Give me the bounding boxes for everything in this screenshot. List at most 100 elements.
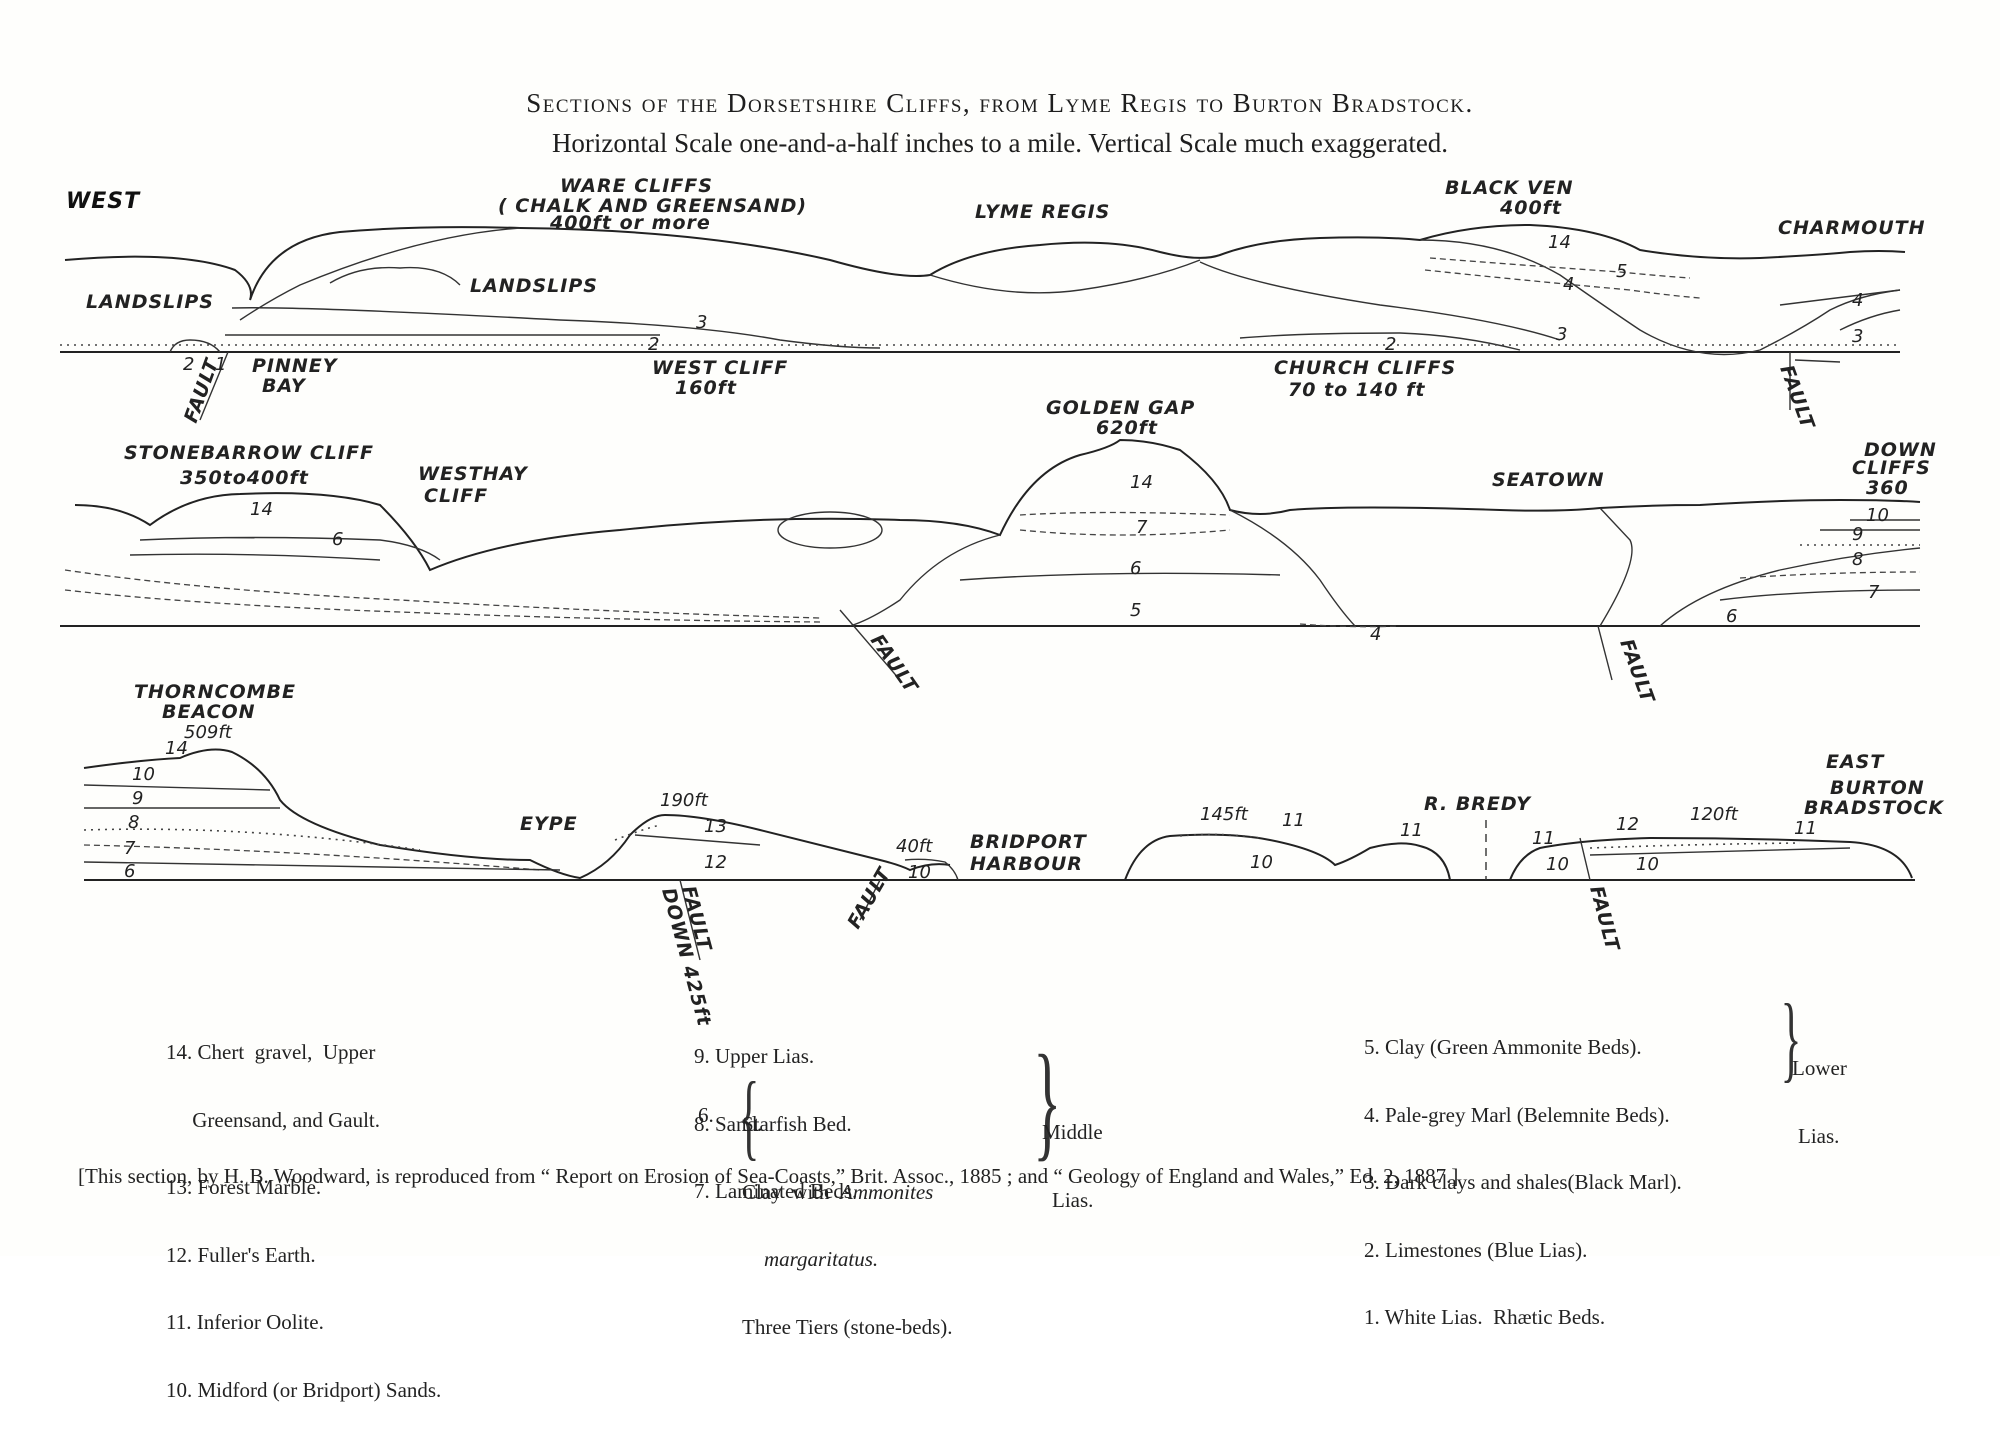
label-church-cliffs-height: 70 to 140 ft [1288, 379, 1425, 401]
section-3-east-bed11 [1589, 842, 1801, 849]
bed-number: 14 [1130, 472, 1153, 493]
label-fault-left: FAULT [866, 630, 923, 698]
label-golden-gap-height: 620ft [1096, 417, 1158, 439]
section-3-east-cliffs [1509, 836, 1913, 881]
section-1-bed3-right [1199, 261, 1561, 341]
legend-item: 14. Chert gravel, Upper [166, 1040, 376, 1064]
label-190ft: 190ft [660, 790, 709, 811]
bed-number: 14 [165, 738, 188, 759]
label-landslips-left: LANDSLIPS [86, 291, 214, 313]
label-harbour: HARBOUR [970, 853, 1083, 875]
label-beacon: BEACON [162, 701, 256, 723]
label-thorncombe: THORNCOMBE [134, 681, 296, 703]
bed-number: 14 [1548, 232, 1571, 253]
section-1-ware-inner [239, 227, 521, 321]
section-3-bed14-dots [614, 824, 661, 841]
bed-number: 4 [1370, 624, 1381, 645]
legend-item: 4. Pale-grey Marl (Belemnite Beds). [1364, 1102, 1670, 1127]
label-seatown: SEATOWN [1492, 469, 1605, 491]
label-fault-east: FAULT [1585, 884, 1624, 955]
section-1-landslip-blocks [329, 266, 461, 286]
bed-number: 7 [124, 838, 136, 859]
legend-item: 13. Forest Marble. [166, 1175, 322, 1199]
section-2-fault-right-line [1597, 625, 1613, 681]
label-fault-right: FAULT [1775, 362, 1819, 433]
label-bridport: BRIDPORT [970, 831, 1088, 853]
section-3-bed6 [83, 861, 561, 871]
diagram-subtitle: Horizontal Scale one-and-a-half inches t… [551, 128, 1449, 158]
section-1: WEST WARE CLIFFS ( CHALK AND GREENSAND) … [60, 175, 1926, 433]
bed-number: 7 [1868, 582, 1880, 603]
label-fault-right: FAULT [1615, 636, 1659, 707]
section-3: THORNCOMBE BEACON 509ft EYPE 190ft 40ft … [83, 681, 1944, 1029]
bed-number: 6 [124, 861, 135, 882]
section-3-mid-bed11 [1179, 833, 1261, 839]
legend-item-6-line: margaritatus. [764, 1247, 879, 1271]
legend-item-6-number: 6. [698, 1103, 714, 1127]
legend-item: 12. Fuller's Earth. [166, 1242, 316, 1267]
page: Sections of the Dorsetshire Cliffs, from… [60, 88, 1944, 1401]
section-1-fault-right-line [1789, 352, 1841, 410]
label-down-cliffs: CLIFFS [1852, 457, 1931, 479]
legend-item-6: Starfish Bed. Clay with Ammonites margar… [742, 1068, 953, 1383]
label-lyme-regis: LYME REGIS [975, 201, 1110, 223]
label-120ft: 120ft [1690, 804, 1739, 825]
section-3-fault-down-line [679, 879, 701, 961]
section-2: STONEBARROW CLIFF 350to400ft WESTHAY CLI… [60, 397, 1937, 707]
section-2-fault-left-line [839, 609, 901, 681]
label-westhay: WESTHAY [418, 463, 529, 485]
label-black-ven: BLACK VEN [1445, 177, 1574, 199]
bed-number: 1 [215, 354, 226, 375]
section-2-bed4-east [1299, 623, 1401, 628]
label-r-bredy: R. BREDY [1424, 793, 1532, 815]
bed-number: 11 [1282, 810, 1305, 831]
bed-number: 10 [1636, 854, 1659, 875]
section-1-fault-left-line [199, 351, 229, 421]
section-3-bed8 [83, 828, 421, 851]
label-stonebarrow-height: 350to400ft [180, 467, 309, 489]
label-bradstock: BRADSTOCK [1804, 797, 1944, 819]
label-145ft: 145ft [1200, 804, 1249, 825]
bed-number: 14 [250, 499, 273, 520]
label-down: DOWN [1864, 439, 1937, 461]
label-eype: EYPE [520, 813, 578, 835]
bed-number: 2 [648, 334, 659, 355]
label-golden-gap: GOLDEN GAP [1046, 397, 1195, 419]
label-thorncombe-height: 509ft [184, 722, 233, 743]
bed-number: 3 [1852, 326, 1863, 347]
section-2-golden-gap-east [1229, 509, 1356, 627]
bed-number: 11 [1794, 818, 1817, 839]
label-landslips-mid: LANDSLIPS [470, 275, 598, 297]
bed-number: 6 [1726, 606, 1737, 627]
legend-item: Greensand, and Gault. [166, 1107, 381, 1132]
legend-middle-lias: Middle Lias. [1042, 1120, 1103, 1212]
bed-number: 8 [1852, 549, 1863, 570]
bed-number: 9 [132, 788, 143, 809]
cliff-sections-diagram: WEST WARE CLIFFS ( CHALK AND GREENSAND) … [60, 175, 1944, 1029]
bed-number: 3 [696, 312, 707, 333]
section-2-golden-gap-flank [849, 534, 1001, 627]
section-2-stonebarrow-inner [129, 553, 381, 561]
section-2-down-cliffs-low [1659, 547, 1921, 627]
section-3-mid-cliffs [1124, 833, 1451, 881]
label-ware-cliffs: WARE CLIFFS [560, 175, 713, 197]
label-black-ven-height: 400ft [1499, 197, 1562, 219]
legend-brace-middle-lias: } [1033, 1029, 1062, 1173]
bed-number: 4 [1563, 274, 1574, 295]
section-2-stonebarrow-bed6 [139, 536, 441, 561]
legend-item: 8. Sand. [694, 1111, 763, 1136]
bed-number: 9 [1852, 524, 1863, 545]
label-stonebarrow: STONEBARROW CLIFF [124, 442, 374, 464]
section-2-outlier [777, 511, 883, 549]
label-burton: BURTON [1830, 777, 1925, 799]
section-3-east-bed12 [1589, 847, 1851, 856]
section-2-seatown-flank [1599, 507, 1633, 627]
section-1-bed3-top [231, 307, 881, 349]
bed-number: 13 [704, 816, 727, 837]
section-3-fault-east-line [1579, 837, 1591, 881]
label-east: EAST [1826, 751, 1885, 773]
bed-number: 10 [132, 764, 155, 785]
legend-item-6-line: Clay with Ammonites [742, 1179, 934, 1204]
label-40ft: 40ft [896, 836, 933, 857]
label-charmouth: CHARMOUTH [1778, 217, 1926, 239]
